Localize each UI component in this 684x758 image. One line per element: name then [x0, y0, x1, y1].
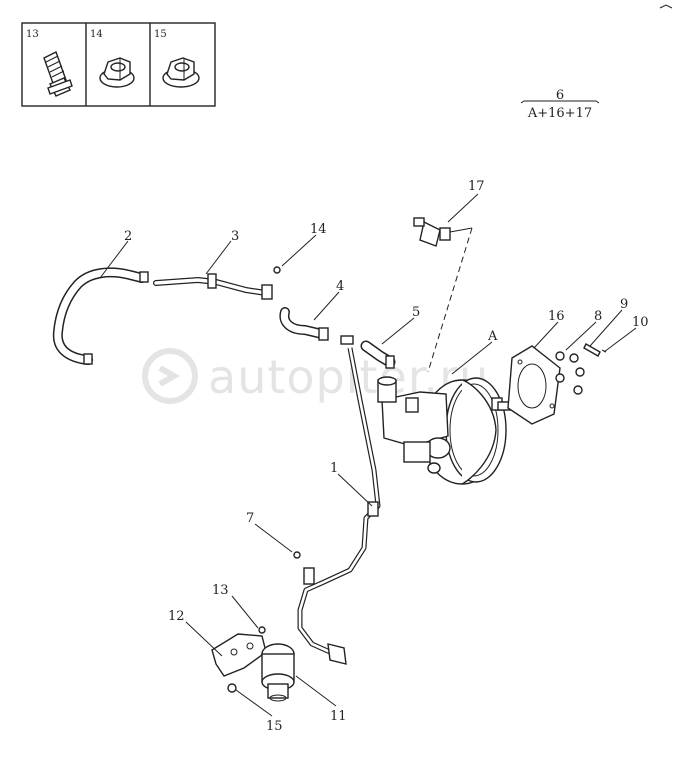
- vacuum-hose: [52, 267, 149, 365]
- callout-14: 14: [310, 222, 327, 237]
- callout-17: 17: [468, 179, 485, 194]
- callout-1: 1: [330, 461, 338, 476]
- fastener-cell-15[interactable]: 15: [154, 29, 200, 88]
- clevis-pin: [583, 343, 601, 357]
- bolt-icon: [43, 51, 73, 97]
- vacuum-hose: [279, 307, 354, 345]
- kit-number: 6: [556, 88, 564, 103]
- fastener-number: 15: [154, 29, 167, 40]
- kit-formula: A+16+17: [527, 106, 592, 121]
- callout-2: 2: [124, 229, 132, 244]
- kit-designation: 6 A+16+17: [520, 88, 600, 121]
- callout-9: 9: [620, 297, 628, 312]
- corner-mark: [659, 4, 673, 9]
- fastener-cell-13[interactable]: 13: [26, 29, 73, 97]
- callout-8: 8: [594, 309, 602, 324]
- callout-12: 12: [168, 609, 185, 624]
- brake-booster: [377, 376, 511, 485]
- fastener-number: 13: [26, 29, 39, 40]
- mounting-gasket: [507, 345, 561, 425]
- callout-15: 15: [266, 719, 283, 734]
- callout-16: 16: [548, 309, 565, 324]
- washer: [293, 551, 301, 559]
- brake-line: [297, 347, 381, 665]
- callout-A: A: [487, 329, 498, 344]
- nuts: [555, 351, 585, 395]
- callout-10: 10: [632, 315, 649, 330]
- callout-3: 3: [231, 229, 239, 244]
- vacuum-pump: [211, 626, 295, 702]
- callout-13: 13: [212, 583, 229, 598]
- fastener-number: 14: [90, 29, 103, 40]
- callout-4: 4: [336, 279, 344, 294]
- fastener-cell-14[interactable]: 14: [90, 29, 135, 88]
- check-valve: [413, 217, 473, 373]
- callout-11: 11: [330, 709, 347, 724]
- leader-lines: [99, 193, 637, 717]
- callouts: 2 3 14 4 5 17 A 16 8 9 10 1 7 13 12 11 1…: [124, 179, 649, 734]
- cotter-pin: [601, 349, 607, 353]
- flange-nut-icon: [99, 57, 135, 88]
- vacuum-pipe: [153, 266, 281, 300]
- callout-7: 7: [246, 511, 254, 526]
- flange-nut-icon: [162, 57, 200, 88]
- fastener-table: 13 14 15: [21, 22, 216, 107]
- vacuum-hose: [360, 340, 396, 369]
- callout-5: 5: [412, 305, 420, 320]
